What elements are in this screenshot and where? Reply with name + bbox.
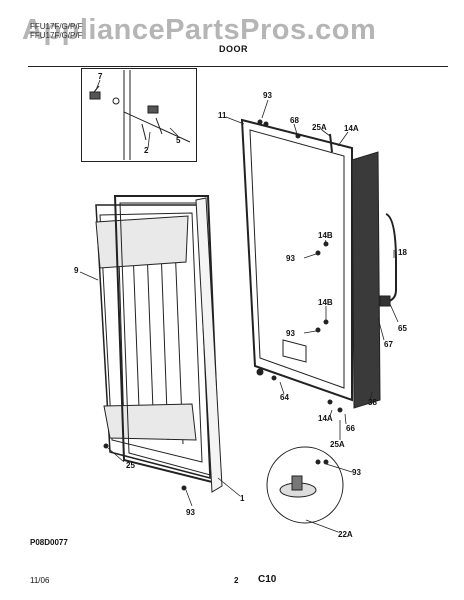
footer-page-number: 2 <box>234 576 239 585</box>
model-line-2: FFU17F/G/P/F <box>30 31 83 40</box>
hinge-detail-drawing <box>89 70 191 160</box>
callout-38: 38 <box>368 398 377 407</box>
callout-18: 18 <box>398 248 407 257</box>
callout-7: 7 <box>98 72 103 81</box>
hinge-pin-detail <box>266 446 344 524</box>
callout-14a-top: 14A <box>344 124 359 133</box>
outer-door-panel <box>195 197 223 493</box>
section-title: DOOR <box>219 44 248 54</box>
callout-14b-upper: 14B <box>318 231 333 240</box>
callout-1: 1 <box>240 494 245 503</box>
leader-lines <box>79 79 399 533</box>
door-liner-panel <box>95 204 211 479</box>
callout-65: 65 <box>398 324 407 333</box>
callout-67: 67 <box>384 340 393 349</box>
header-rule <box>28 66 448 67</box>
hinge-detail-inset <box>81 68 197 162</box>
callout-93-bottom: 93 <box>186 508 195 517</box>
callout-68: 68 <box>290 116 299 125</box>
callout-11: 11 <box>218 111 227 120</box>
model-line-1: FFU17F/G/P/F <box>30 22 83 31</box>
handle-trim-panel <box>351 151 397 409</box>
callout-14b-lower: 14B <box>318 298 333 307</box>
callout-93-top: 93 <box>263 91 272 100</box>
callout-93-mid2: 93 <box>286 329 295 338</box>
screws <box>103 119 343 491</box>
callout-66: 66 <box>346 424 355 433</box>
site-watermark: AppliancePartsPros.com <box>22 14 377 46</box>
callout-25a-top: 25A <box>312 123 327 132</box>
callout-25a-bottom: 25A <box>330 440 345 449</box>
callout-5: 5 <box>176 136 181 145</box>
callout-2: 2 <box>144 146 149 155</box>
callout-9: 9 <box>74 266 79 275</box>
callout-22a: 22A <box>338 530 353 539</box>
door-frame <box>240 118 353 402</box>
footer-date: 11/06 <box>30 576 50 585</box>
footer-page-code: C10 <box>258 574 277 585</box>
figure-code: P08D0077 <box>30 538 68 547</box>
callout-14a-bottom: 14A <box>318 414 333 423</box>
callout-93-right: 93 <box>352 468 361 477</box>
callout-25: 25 <box>126 461 135 470</box>
callout-93-mid1: 93 <box>286 254 295 263</box>
callout-64: 64 <box>280 393 289 402</box>
